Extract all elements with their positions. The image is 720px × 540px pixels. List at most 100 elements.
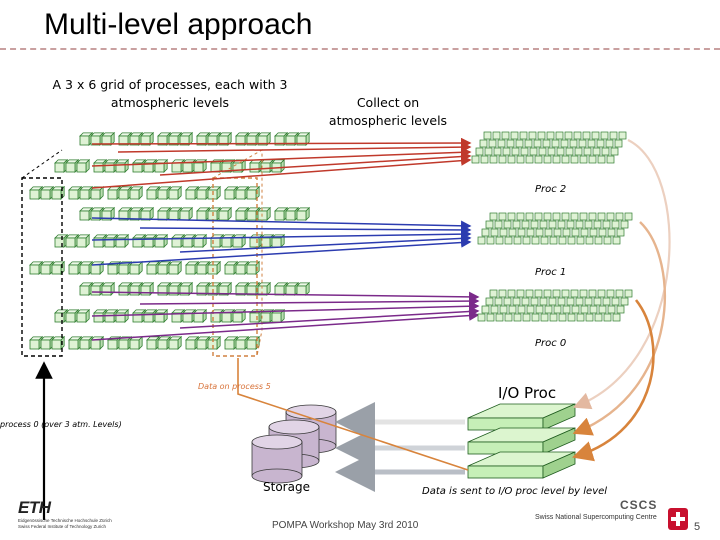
plane-cube xyxy=(570,289,579,298)
grid-cube xyxy=(271,158,286,173)
grid-cube xyxy=(207,206,222,221)
grid-cube xyxy=(132,308,147,323)
plane-cube xyxy=(610,147,619,156)
plane-cube xyxy=(493,147,502,156)
grid-cube xyxy=(79,206,94,221)
grid-cube xyxy=(68,260,83,275)
process-0-label: process 0 (over 3 atm. Levels) xyxy=(0,420,122,429)
process-cluster xyxy=(54,233,91,248)
plane-cube xyxy=(580,228,589,237)
grid-cube xyxy=(296,206,311,221)
collect-arrow xyxy=(91,147,472,167)
plane-cube xyxy=(510,131,519,140)
process-cluster xyxy=(249,158,286,173)
plane-cube xyxy=(521,297,530,306)
grid-cube xyxy=(296,131,311,146)
plane-cube xyxy=(524,139,533,148)
plane-cube xyxy=(576,313,585,322)
plane-cube xyxy=(543,289,552,298)
plane-cube xyxy=(552,289,561,298)
process-cluster xyxy=(185,185,222,200)
collect-arrow xyxy=(179,306,480,329)
plane-cube xyxy=(580,305,589,314)
plane-cube xyxy=(539,220,548,229)
grid-cube xyxy=(140,131,155,146)
plane-cube xyxy=(615,212,624,221)
process-cluster xyxy=(118,206,155,221)
grid-cube xyxy=(79,335,94,350)
grid-cube xyxy=(40,260,55,275)
grid-cube xyxy=(143,158,158,173)
grid-cube xyxy=(168,260,183,275)
plane-cube xyxy=(598,228,607,237)
plane-cube xyxy=(551,139,560,148)
plane-cube xyxy=(508,305,517,314)
grid-cube xyxy=(129,185,144,200)
plane-cube xyxy=(566,220,575,229)
plane-cube xyxy=(556,147,565,156)
grid-cube xyxy=(146,335,161,350)
process-cluster xyxy=(224,335,261,350)
plane-cube xyxy=(602,297,611,306)
plane-cube xyxy=(573,131,582,140)
grid-cube xyxy=(29,335,44,350)
grid-cube xyxy=(185,185,200,200)
plane-cube xyxy=(565,147,574,156)
plane-cube xyxy=(570,155,579,164)
collect-arrow xyxy=(117,141,472,153)
grid-cube xyxy=(168,206,183,221)
grid-cube xyxy=(193,233,208,248)
plane-cube xyxy=(555,131,564,140)
plane-cube xyxy=(557,220,566,229)
grid-cube xyxy=(118,185,133,200)
process-cluster xyxy=(79,206,116,221)
data-on-process-label: Data on process 5 xyxy=(198,382,271,391)
plane-cube xyxy=(544,305,553,314)
plane-cube xyxy=(507,155,516,164)
plane-cube xyxy=(579,289,588,298)
plane-cube xyxy=(499,228,508,237)
plane-cube xyxy=(516,212,525,221)
plane-cube xyxy=(504,236,513,245)
grid-cube xyxy=(218,206,233,221)
collect-arrow xyxy=(91,310,480,341)
grid-cube xyxy=(140,281,155,296)
plane-cube xyxy=(593,297,602,306)
plane-cube xyxy=(564,131,573,140)
grid-cube xyxy=(40,185,55,200)
plane-cube xyxy=(490,228,499,237)
plane-cube xyxy=(508,228,517,237)
grid-cube xyxy=(179,131,194,146)
plane-cube xyxy=(530,297,539,306)
plane-cube xyxy=(624,212,633,221)
process-cluster xyxy=(54,308,91,323)
process-cluster xyxy=(93,158,130,173)
plane-cube xyxy=(485,297,494,306)
plane-cube xyxy=(515,139,524,148)
plane-cube xyxy=(499,305,508,314)
collect-arrow xyxy=(139,295,480,307)
grid-cube xyxy=(115,233,130,248)
plane-cube xyxy=(525,289,534,298)
plane-cube xyxy=(503,220,512,229)
plane-cube xyxy=(548,220,557,229)
plane-cube xyxy=(506,139,515,148)
grid-cube xyxy=(235,185,250,200)
plane-cube xyxy=(513,236,522,245)
grid-cube xyxy=(296,281,311,296)
plane-cube xyxy=(517,228,526,237)
grid-cube xyxy=(224,185,239,200)
grid-cube xyxy=(168,185,183,200)
process-cluster xyxy=(146,335,183,350)
grid-cube xyxy=(257,281,272,296)
plane-cube xyxy=(525,212,534,221)
plane-cube xyxy=(538,147,547,156)
grid-cube xyxy=(101,281,116,296)
process-cluster xyxy=(171,308,208,323)
plane-cube xyxy=(492,131,501,140)
grid-cube xyxy=(193,308,208,323)
grid-cube xyxy=(101,206,116,221)
collect-arrow xyxy=(91,217,472,232)
grid-cube xyxy=(54,308,69,323)
plane-cube xyxy=(589,305,598,314)
